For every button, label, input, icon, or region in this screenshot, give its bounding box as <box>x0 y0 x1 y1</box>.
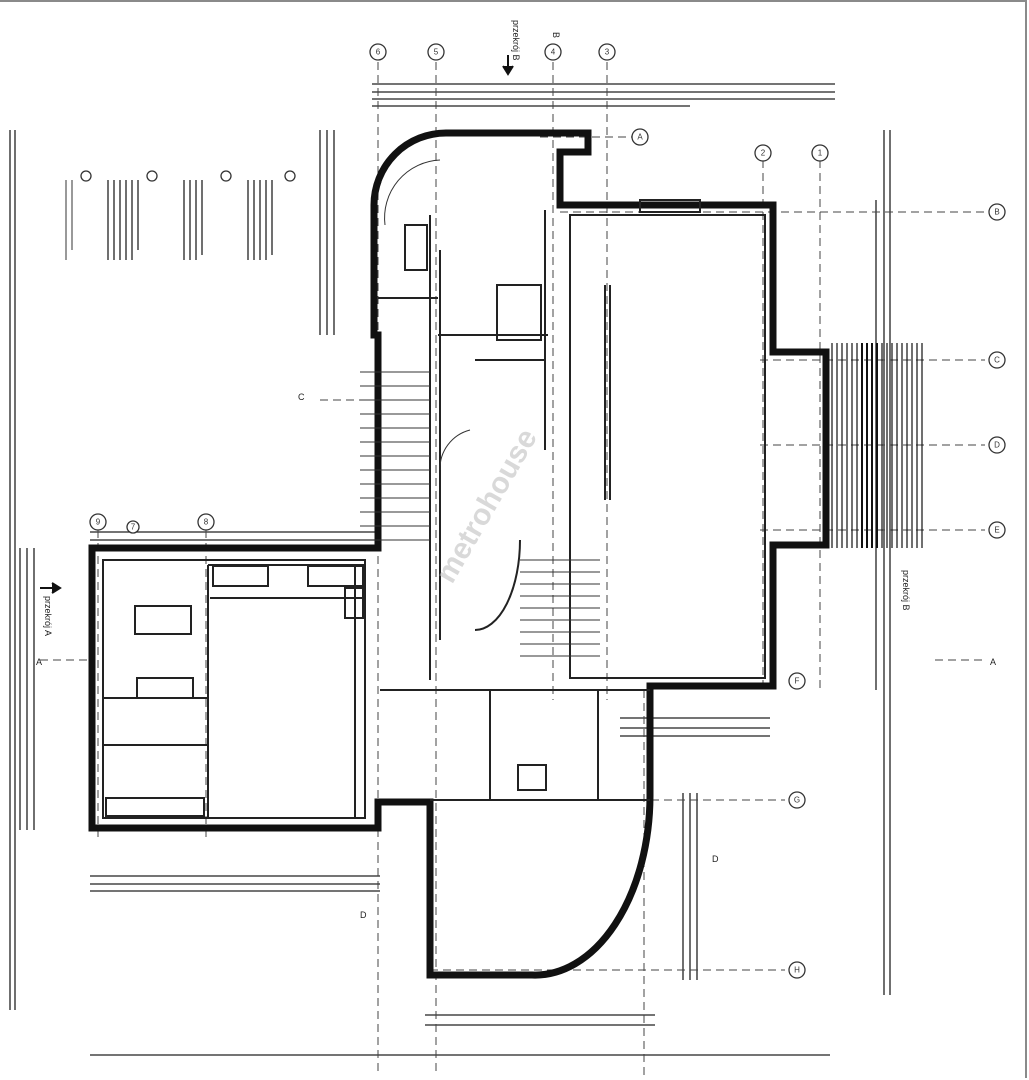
svg-text:A: A <box>637 133 643 142</box>
svg-text:H: H <box>794 966 800 975</box>
svg-text:2: 2 <box>761 149 766 158</box>
grid-marker-col-4: 4 <box>544 43 562 61</box>
section-arrow-b-top: przekrój B <box>502 20 521 76</box>
grid-marker-col-5: 5 <box>427 43 445 61</box>
grid-marker-col-2: 2 <box>754 144 772 162</box>
section-mark-a-right: A <box>990 657 996 667</box>
section-arrow-a: przekrój A <box>40 582 62 636</box>
svg-text:4: 4 <box>551 48 556 57</box>
grid-marker-row-d: D <box>988 436 1006 454</box>
grid-marker-row-c: C <box>988 351 1006 369</box>
grid-marker-col-7: 7 <box>126 520 140 534</box>
grid-marker-row-b: B <box>988 203 1006 221</box>
grid-marker-row-a: A <box>631 128 649 146</box>
section-label-b: przekrój B <box>901 570 911 611</box>
grid-marker-col-8: 8 <box>197 513 215 531</box>
section-mark-a-left: A <box>36 657 42 667</box>
section-mark-b: B <box>551 32 561 38</box>
section-label-b-top: przekrój B <box>511 20 521 61</box>
svg-text:3: 3 <box>605 48 610 57</box>
svg-text:6: 6 <box>376 48 381 57</box>
exterior-walls <box>88 129 830 979</box>
svg-text:1: 1 <box>818 149 823 158</box>
section-mark-c: C <box>298 392 305 402</box>
svg-text:F: F <box>795 677 800 686</box>
grid-marker-row-g: G <box>788 791 806 809</box>
section-mark-d-right: D <box>712 854 719 864</box>
legend-notes <box>65 170 296 260</box>
svg-text:7: 7 <box>131 523 136 532</box>
interior-stairs <box>360 371 600 657</box>
section-label-a: przekrój A <box>43 596 53 636</box>
svg-text:B: B <box>994 208 999 217</box>
svg-text:C: C <box>994 356 1000 365</box>
grid-marker-row-h: H <box>788 961 806 979</box>
svg-text:9: 9 <box>96 518 101 527</box>
grid-marker-col-1: 1 <box>811 144 829 162</box>
svg-text:G: G <box>794 796 800 805</box>
svg-text:E: E <box>994 526 999 535</box>
svg-text:8: 8 <box>204 518 209 527</box>
grid-marker-col-9: 9 <box>89 513 107 531</box>
watermark-logo: metrohouse <box>429 423 543 588</box>
section-mark-d-left: D <box>360 910 367 920</box>
dimension-lines <box>9 83 891 1056</box>
terrace-stairs <box>831 343 923 548</box>
svg-text:5: 5 <box>434 48 439 57</box>
grid-marker-col-3: 3 <box>598 43 616 61</box>
svg-text:D: D <box>994 441 1000 450</box>
grid-marker-row-f: F <box>788 672 806 690</box>
grid-marker-row-e: E <box>988 521 1006 539</box>
interior-walls <box>102 159 766 819</box>
grid-lines <box>40 62 985 1075</box>
grid-marker-col-6: 6 <box>369 43 387 61</box>
